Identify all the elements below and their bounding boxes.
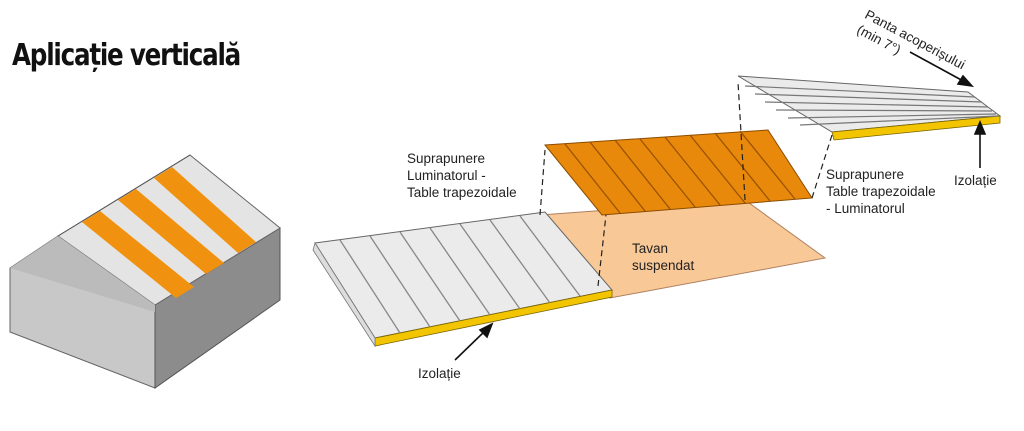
insulation-label-bottom: Izolație (418, 366, 461, 381)
overlap-trapezoidal-skylight-label: Suprapunere Table trapezoidale - Luminat… (826, 166, 936, 217)
upper-sandwich-panel (737, 75, 1002, 141)
house-illustration (9, 154, 281, 389)
arrows (454, 51, 987, 361)
skylight-panel (544, 129, 813, 216)
label-line: Suprapunere (826, 167, 905, 182)
label-line: Table trapezoidale (407, 185, 517, 200)
skylight-stripes (82, 167, 256, 298)
label-line: Tavan (632, 241, 669, 256)
label-line: - Luminatorul (826, 201, 905, 216)
label-line: Table trapezoidale (826, 184, 936, 199)
page-title: Aplicație verticală (12, 38, 241, 73)
label-line: suspendat (632, 258, 695, 273)
insulation-label-top: Izolație (954, 173, 997, 188)
overlap-guides (539, 81, 833, 287)
label-line: Luminatorul - (407, 168, 486, 183)
suspended-ceiling-label: Tavan suspendat (632, 240, 694, 274)
overlap-skylight-trapezoidal-label: Suprapunere Luminatorul - Table trapezoi… (407, 150, 517, 201)
label-line: Suprapunere (407, 151, 486, 166)
left-sandwich-panel (312, 211, 613, 348)
